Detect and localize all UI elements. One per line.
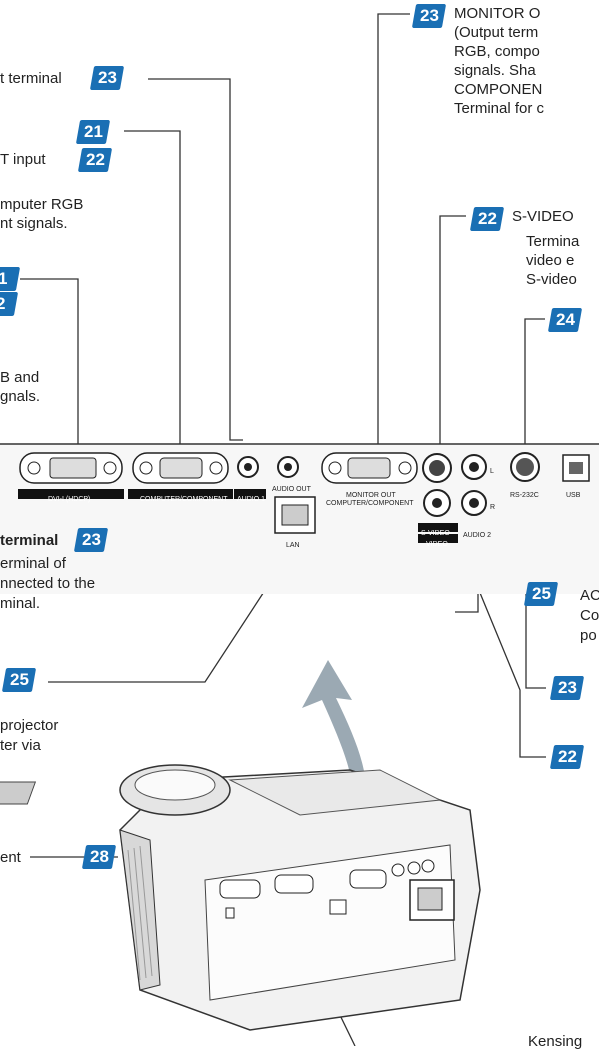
label-computer: COMPUTER/COMPONENT [140, 496, 228, 503]
projector-illustration [0, 764, 481, 1031]
svideo-line-1: S-VIDEO [512, 208, 574, 225]
label-monitor-out: MONITOR OUT [346, 492, 396, 499]
ac-line-3: po [580, 627, 597, 644]
monitor-out-line-1: MONITOR O [454, 5, 541, 22]
line-computer [124, 130, 181, 460]
svideo-line-3: video e [526, 252, 575, 269]
badge-audio-in: 23 [89, 66, 125, 90]
label-audio2: AUDIO 2 [463, 532, 492, 539]
label-lan: LAN [286, 542, 300, 549]
label-audio1: AUDIO 1 [237, 496, 266, 503]
line-lan [48, 551, 291, 683]
label-rs232c: RS-232C [510, 492, 539, 499]
badge-video: 22 [549, 745, 585, 769]
lan-desc-1: projector [0, 717, 59, 734]
audio-out-desc-2: nnected to the [0, 575, 96, 592]
badge-monitor-out: 23 [411, 4, 447, 28]
label-r: R [490, 504, 496, 511]
dvi-desc-2: gnals. [0, 388, 41, 405]
badge-rs232c: 24 [547, 308, 583, 332]
badge-adjust: 28 [81, 845, 117, 869]
badge-lan: 25 [1, 668, 37, 692]
monitor-out-line-4: signals. Sha [454, 62, 536, 79]
line-rs232 [524, 318, 545, 460]
line-dvi [20, 278, 79, 460]
dvi-desc-1: B and [0, 369, 40, 386]
label-monitor-out-2: COMPUTER/COMPONENT [326, 500, 414, 507]
label-audio-out: AUDIO OUT [272, 486, 311, 493]
kensington-text: Kensing [528, 1033, 583, 1050]
badge-svideo: 22 [469, 207, 505, 231]
lan-desc-2: ter via [0, 737, 41, 754]
adjust-text: ent [0, 849, 21, 866]
line-audio-in [148, 78, 243, 441]
badge-audio2: 23 [549, 676, 585, 700]
badge-audio-out: 23 [73, 528, 109, 552]
arrow-up [302, 660, 366, 790]
monitor-out-line-2: (Output term [454, 24, 539, 41]
audio-out-desc-3: minal. [0, 595, 41, 612]
computer-desc-2: nt signals. [0, 215, 68, 232]
line-monitor-out [377, 13, 410, 460]
label-usb: USB [566, 492, 581, 499]
line-svideo [439, 215, 466, 456]
badge-computer-2: 22 [77, 148, 113, 172]
ac-line-2: Co [580, 607, 599, 624]
label-svideo: S-VIDEO [421, 530, 450, 537]
audio-in-text: t terminal [0, 70, 62, 87]
computer-input-text: T input [0, 151, 46, 168]
computer-desc-1: mputer RGB [0, 196, 84, 213]
line-video [449, 519, 546, 758]
rear-panel [0, 443, 599, 594]
monitor-out-line-3: RGB, compo [454, 43, 540, 60]
audio-out-text: terminal [0, 532, 59, 549]
svideo-line-4: S-video [526, 271, 577, 288]
label-video: VIDEO [426, 541, 448, 548]
audio-out-desc-1: erminal of [0, 555, 66, 572]
label-dvi: DVI-I (HDCP) [48, 496, 91, 503]
monitor-out-line-6: Terminal for c [454, 100, 545, 117]
ac-line-1: AC [580, 587, 599, 604]
label-l: L [490, 468, 494, 475]
badge-computer-1: 21 [75, 120, 111, 144]
monitor-out-line-5: COMPONEN [454, 81, 543, 98]
svideo-line-2: Termina [526, 233, 580, 250]
badge-ac: 25 [523, 582, 559, 606]
